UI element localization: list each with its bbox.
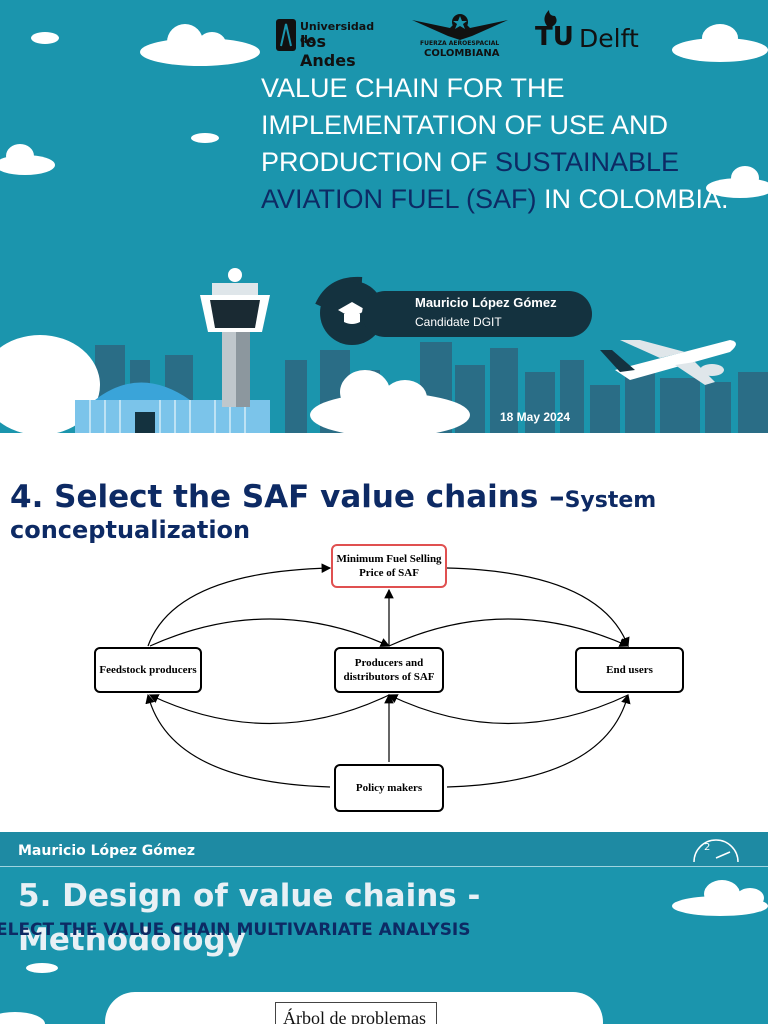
- value-chain-diagram: [145, 563, 631, 788]
- methodology-slide: Mauricio López Gómez 2 5. Design of valu…: [0, 832, 768, 1024]
- flame-icon: [544, 10, 557, 26]
- node-policy-makers: Policy makers: [334, 764, 444, 812]
- arrow-policy-to-endusers: [446, 693, 631, 788]
- tudelft-logo: TU Delft: [535, 8, 645, 53]
- node-minimum-fuel-selling-price: Minimum Fuel Selling Price of SAF: [331, 544, 447, 588]
- uniandes-logo: Universidad de los Andes: [275, 18, 387, 70]
- presentation-title: VALUE CHAIN FOR THE IMPLEMENTATION OF US…: [261, 70, 731, 218]
- arrow-feedstock-to-msp: [147, 563, 332, 647]
- author-name: Mauricio López Gómez: [18, 843, 196, 859]
- arrow-producers-feedstock-bottom: [148, 694, 390, 725]
- fac-line2: COLOMBIANA: [424, 48, 500, 59]
- document-title: Árbol de problemas: [283, 1008, 426, 1024]
- gauge-label: 2: [704, 842, 710, 853]
- presenter-role: Candidate DGIT: [415, 315, 502, 329]
- overlay-heading: ELECT THE VALUE CHAIN MULTIVARIATE ANALY…: [0, 920, 471, 940]
- arrow-producers-endusers-top: [388, 618, 630, 647]
- title-slide: Universidad de los Andes FUERZA AEROESPA…: [0, 0, 768, 433]
- cloud-decoration: [0, 880, 768, 1024]
- slide-title: 5. Design of value chains - Methodology: [18, 878, 481, 958]
- airplane-illustration: [600, 340, 736, 385]
- uniandes-line1: Universidad de: [300, 20, 375, 46]
- speedometer-icon: [693, 839, 739, 863]
- slide-title: 4. Select the SAF value chains –System: [10, 478, 760, 520]
- title-part1: VALUE CHAIN FOR THE IMPLEMENTATION OF US…: [261, 73, 669, 177]
- arrow-feedstock-producers-top: [149, 618, 391, 647]
- fac-line1: FUERZA AEROESPACIAL: [420, 40, 500, 47]
- slide-title-small: System: [564, 488, 657, 513]
- methodology-slide-art: 2: [0, 839, 768, 1024]
- control-tower: [200, 268, 270, 407]
- uniandes-shield-icon: [276, 19, 296, 51]
- title-part2: IN COLOMBIA.: [536, 184, 729, 214]
- uniandes-line2: los Andes: [300, 32, 356, 70]
- title-slide-background-art: [0, 24, 768, 433]
- cloud-decoration: [0, 24, 768, 198]
- node-end-users: End users: [575, 647, 684, 693]
- slide-title-main: 4. Select the SAF value chains –: [10, 479, 565, 515]
- presentation-date: 18 May 2024: [500, 410, 571, 424]
- node-feedstock-producers: Feedstock producers: [94, 647, 202, 693]
- arrow-endusers-producers-bottom: [387, 694, 629, 725]
- tudelft-tu: TU: [535, 22, 574, 52]
- presenter-name: Mauricio López Gómez: [415, 295, 557, 310]
- presenter-badge: [362, 291, 592, 337]
- slide-subtitle: conceptualization: [10, 516, 251, 544]
- tudelft-delft: Delft: [579, 24, 639, 53]
- arrow-policy-to-feedstock: [145, 693, 331, 788]
- arrow-msp-to-endusers: [446, 567, 630, 648]
- slide-header-bar: [0, 832, 768, 867]
- slide-divider: [0, 433, 768, 462]
- document-thumbnail: [275, 1002, 437, 1024]
- title-highlight: SUSTAINABLE AVIATION FUEL (SAF): [261, 147, 680, 214]
- system-conceptualization-slide: 4. Select the SAF value chains –System c…: [0, 462, 768, 832]
- node-producers-distributors: Producers and distributors of SAF: [334, 647, 444, 693]
- wings-emblem-icon: [412, 14, 508, 40]
- fac-logo: FUERZA AEROESPACIAL COLOMBIANA: [410, 8, 510, 60]
